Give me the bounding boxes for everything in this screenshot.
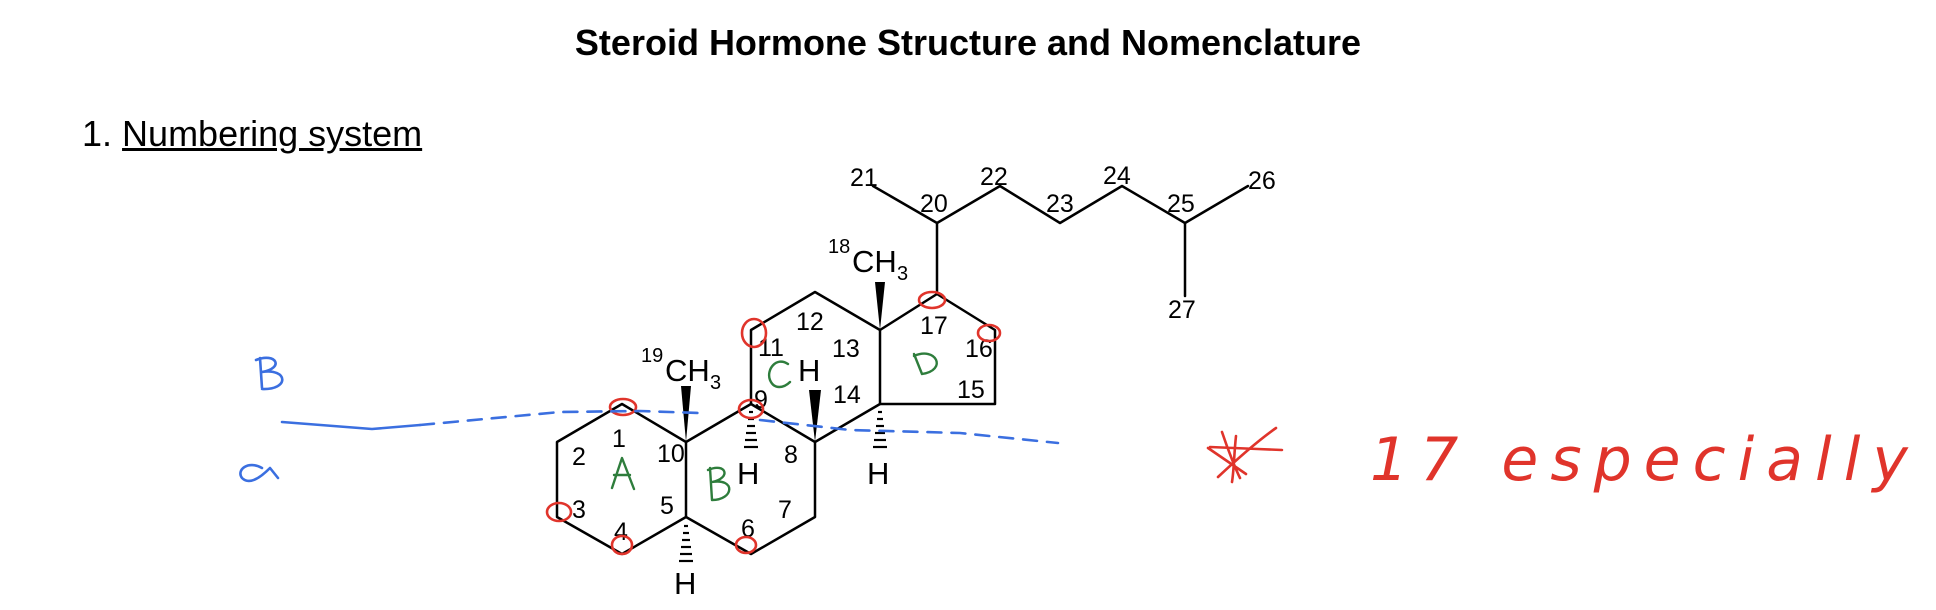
beta-glyph	[254, 356, 284, 391]
hydrogen-8: H	[798, 353, 820, 388]
atom-number-8: 8	[784, 441, 798, 469]
red-circle-annotations	[545, 290, 1002, 556]
ring-letter-d	[912, 352, 938, 376]
section-number: 1.	[82, 113, 113, 154]
atom-number-5: 5	[660, 492, 674, 520]
ring-letter-a	[610, 456, 636, 491]
atom-number-26: 26	[1248, 167, 1276, 195]
atom-number-1: 1	[612, 425, 626, 453]
atom-number-12: 12	[796, 308, 824, 336]
atom-number-16: 16	[965, 335, 993, 363]
atom-number-14: 14	[833, 381, 861, 409]
c18-subscript: 3	[897, 263, 908, 285]
c19-methyl-label: CH	[665, 353, 710, 388]
page-title: Steroid Hormone Structure and Nomenclatu…	[574, 22, 1362, 63]
ring-letter-c	[767, 360, 792, 389]
star-note: 17 especially	[1370, 425, 1920, 495]
hydrogen-14: H	[867, 456, 889, 491]
blue-plane-annotation	[239, 356, 1060, 483]
atom-number-21: 21	[850, 164, 878, 192]
atom-number-23: 23	[1046, 190, 1074, 218]
star-icon	[1206, 426, 1284, 484]
ring-d-bonds	[878, 292, 997, 406]
c18-methyl-label: CH	[852, 244, 897, 279]
c19-superscript: 19	[641, 345, 663, 367]
atom-number-17: 17	[920, 312, 948, 340]
section-heading: 1. Numbering system	[82, 113, 422, 155]
side-chain-bonds	[871, 184, 1250, 298]
ring-c-bonds	[749, 290, 882, 444]
alpha-glyph	[239, 463, 280, 483]
hydrogen-9: H	[737, 456, 759, 491]
section-heading-text: Numbering system	[122, 113, 423, 154]
hydrogen-5: H	[674, 566, 696, 601]
atom-number-4: 4	[614, 518, 628, 546]
atom-number-9: 9	[754, 386, 768, 414]
wedge-bonds	[681, 282, 885, 442]
green-ring-letters	[610, 352, 938, 502]
atom-number-10: 10	[657, 440, 685, 468]
atom-number-15: 15	[957, 376, 985, 404]
atom-number-13: 13	[832, 335, 860, 363]
atom-number-20: 20	[920, 190, 948, 218]
atom-number-22: 22	[980, 163, 1008, 191]
atom-number-3: 3	[572, 496, 586, 524]
c19-subscript: 3	[710, 372, 721, 394]
atom-number-2: 2	[572, 443, 586, 471]
atom-number-11: 11	[758, 334, 784, 362]
ring-letter-b	[706, 466, 731, 502]
atom-number-25: 25	[1167, 190, 1195, 218]
atom-number-7: 7	[778, 496, 792, 524]
c18-superscript: 18	[828, 236, 850, 258]
atom-number-24: 24	[1103, 162, 1131, 190]
atom-number-27: 27	[1168, 296, 1196, 324]
